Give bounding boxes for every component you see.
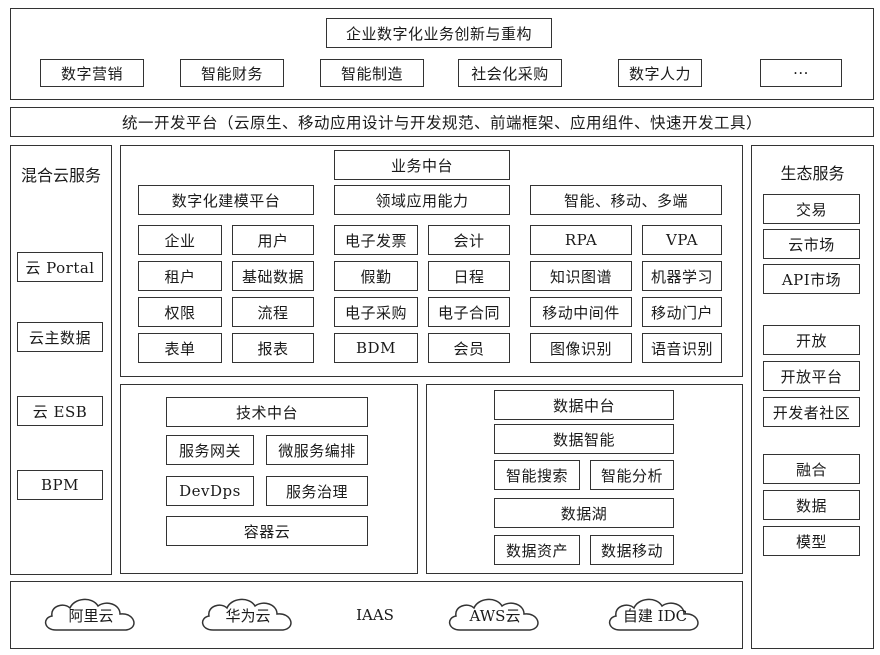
hybrid-item: 云主数据 [17, 322, 103, 352]
business-cell: 图像识别 [530, 333, 632, 363]
eco-services-title: 生态服务 [780, 164, 845, 183]
hybrid-item: 云 Portal [17, 252, 103, 282]
business-cell: RPA [530, 225, 632, 255]
cloud-aliyun: 阿里云 [36, 592, 146, 638]
iaas-label: IAAS [356, 606, 394, 624]
cloud-label: AWS云 [469, 606, 521, 625]
eco-item: 交易 [763, 194, 860, 224]
business-cell: 电子合同 [428, 297, 510, 327]
data-lake-item: 数据资产 [494, 535, 580, 565]
cloud-huawei: 华为云 [193, 592, 303, 638]
data-platform-title: 数据中台 [494, 390, 674, 420]
cloud-icon [44, 598, 135, 631]
hybrid-item: 云 ESB [17, 396, 103, 426]
business-cell: 电子发票 [334, 225, 418, 255]
business-cell: 电子采购 [334, 297, 418, 327]
data-lake-item: 数据移动 [590, 535, 674, 565]
business-cell: 表单 [138, 333, 222, 363]
iaas-panel [10, 581, 743, 649]
eco-item: 模型 [763, 526, 860, 556]
cloud-label: 阿里云 [68, 606, 114, 625]
business-cell: 租户 [138, 261, 222, 291]
business-cell: 知识图谱 [530, 261, 632, 291]
business-platform-title: 业务中台 [334, 150, 510, 180]
top-item: 智能财务 [180, 59, 284, 87]
tech-item: 服务治理 [266, 476, 368, 506]
top-item: 数字人力 [618, 59, 702, 87]
top-item: 数字营销 [40, 59, 144, 87]
eco-item: API市场 [763, 264, 860, 294]
business-cell: 假勤 [334, 261, 418, 291]
business-cell: 日程 [428, 261, 510, 291]
top-item-more: ··· [760, 59, 842, 87]
tech-item: DevDps [166, 476, 254, 506]
group-title-intelligent: 智能、移动、多端 [530, 185, 722, 215]
cloud-icon [608, 598, 699, 631]
data-intelligence: 数据智能 [494, 424, 674, 454]
container-cloud: 容器云 [166, 516, 368, 546]
business-cell: 语音识别 [642, 333, 722, 363]
business-cell: 移动门户 [642, 297, 722, 327]
business-cell: 报表 [232, 333, 314, 363]
top-title: 企业数字化业务创新与重构 [326, 18, 552, 48]
tech-item: 微服务编排 [266, 435, 368, 465]
dev-platform-bar: 统一开发平台（云原生、移动应用设计与开发规范、前端框架、应用组件、快速开发工具） [10, 107, 874, 137]
hybrid-cloud-title: 混合云服务 [20, 166, 101, 185]
cloud-label: 自建 IDC [622, 606, 688, 625]
business-cell: VPA [642, 225, 722, 255]
data-intel-item: 智能分析 [590, 460, 674, 490]
eco-item: 开发者社区 [763, 397, 860, 427]
cloud-icon [201, 598, 292, 631]
hybrid-cloud-panel [10, 145, 112, 575]
business-cell: 基础数据 [232, 261, 314, 291]
business-cell: 移动中间件 [530, 297, 632, 327]
tech-platform-title: 技术中台 [166, 397, 368, 427]
data-lake: 数据湖 [494, 498, 674, 528]
cloud-icon [448, 598, 539, 631]
business-cell: 企业 [138, 225, 222, 255]
business-cell: 会员 [428, 333, 510, 363]
eco-item: 开放平台 [763, 361, 860, 391]
business-cell: 权限 [138, 297, 222, 327]
top-item: 社会化采购 [458, 59, 562, 87]
tech-item: 服务网关 [166, 435, 254, 465]
eco-item: 数据 [763, 490, 860, 520]
business-cell: 会计 [428, 225, 510, 255]
business-cell: BDM [334, 333, 418, 363]
eco-item: 融合 [763, 454, 860, 484]
top-item: 智能制造 [320, 59, 424, 87]
group-title-modeling: 数字化建模平台 [138, 185, 314, 215]
cloud-self-idc: 自建 IDC [600, 592, 710, 638]
business-cell: 流程 [232, 297, 314, 327]
cloud-aws: AWS云 [440, 592, 550, 638]
group-title-domain: 领域应用能力 [334, 185, 510, 215]
cloud-label: 华为云 [225, 606, 271, 625]
hybrid-item: BPM [17, 470, 103, 500]
data-intel-item: 智能搜索 [494, 460, 580, 490]
eco-item: 开放 [763, 325, 860, 355]
business-cell: 用户 [232, 225, 314, 255]
eco-item: 云市场 [763, 229, 860, 259]
business-cell: 机器学习 [642, 261, 722, 291]
